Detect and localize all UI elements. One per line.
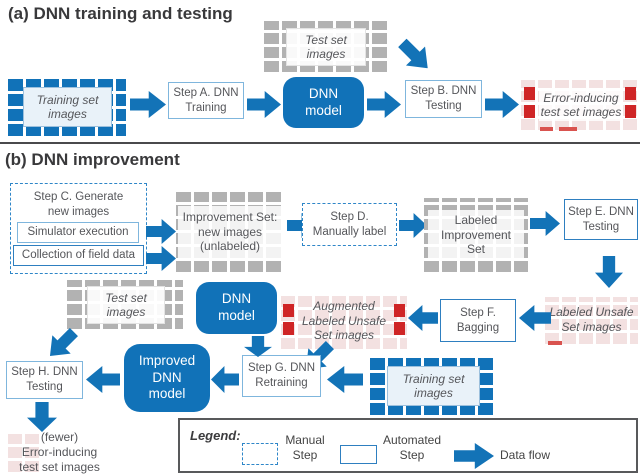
training-set-images-label-b: Training set images (387, 366, 480, 406)
labeled-unsafe-set-label: Labeled Unsafe Set images (549, 305, 634, 334)
labeled-improvement-set-label: Labeled Improvement Set (428, 210, 524, 260)
dnn-model-box-b: DNN model (196, 282, 277, 334)
labeled-improvement-set-block: Labeled Improvement Set (424, 198, 528, 272)
step-h-box: Step H. DNN Testing (6, 361, 83, 399)
legend-title: Legend: (190, 428, 241, 443)
dataflow-arrow-improved-to-steph (86, 366, 120, 393)
dataflow-arrow-stepf-to-augmented (408, 305, 438, 331)
red-square (283, 304, 294, 317)
legend-manual-step-swatch (242, 443, 278, 465)
test-set-images-block-b: Test set images (67, 280, 183, 329)
step-b-box: Step B. DNN Testing (405, 80, 482, 118)
section-a-heading: (a) DNN training and testing (8, 4, 233, 23)
legend-manual-step-label: Manual Step (285, 433, 325, 462)
field-data-collection-box: Collection of field data (13, 245, 144, 266)
improved-dnn-model-box: Improved DNN model (124, 344, 210, 412)
red-square (625, 105, 636, 118)
fewer-errors-pink-squares (8, 434, 42, 472)
red-dash (548, 341, 562, 345)
dataflow-arrow-testset-to-stepb (393, 33, 438, 78)
step-d-box: Step D. Manually label (302, 203, 397, 246)
dnn-model-box-a: DNN model (283, 77, 364, 128)
legend-dataflow-label: Data flow (500, 448, 551, 462)
legend-dataflow-arrow (454, 443, 494, 469)
dataflow-arrow-simulator-to-improvementset (146, 219, 176, 244)
dataflow-arrow-stepg-to-improved (211, 366, 239, 393)
simulator-execution-box: Simulator execution (17, 222, 139, 243)
dataflow-arrow-stepb-to-errors (485, 91, 519, 118)
dataflow-arrow-steph-to-result (27, 402, 57, 432)
improvement-set-block: Improvement Set: new images (unlabeled) (176, 192, 284, 272)
step-c-box: Step C. Generate new images Simulator ex… (10, 183, 147, 274)
legend-automated-step-label: Automated Step (382, 433, 442, 462)
error-inducing-images-label: Error-inducing test set images (539, 89, 623, 121)
step-d-label: Step D. Manually label (312, 210, 387, 238)
dataflow-arrow-testset-to-steph (41, 323, 83, 365)
step-f-box: Step F. Bagging (440, 299, 516, 342)
dataflow-arrow-model-to-stepg (244, 336, 272, 357)
dataflow-arrow-stepd-to-labeledset (399, 213, 427, 238)
dataflow-arrow-model-to-stepb (367, 91, 401, 118)
legend-box: Legend: Manual Step Automated Step Data … (178, 418, 638, 473)
red-square (524, 105, 535, 118)
section-b-heading: (b) DNN improvement (5, 150, 180, 169)
red-square (524, 87, 535, 100)
training-set-images-block-a: Training set images (8, 77, 126, 136)
dataflow-arrow-stepe-down (595, 256, 623, 288)
dataflow-arrow-training-to-stepa (130, 91, 166, 118)
dataflow-arrow-stepa-to-model (247, 91, 281, 118)
test-set-images-label-a: Test set images (286, 28, 366, 66)
red-dash (559, 127, 577, 131)
step-e-box: Step E. DNN Testing (564, 199, 638, 240)
error-inducing-images-block: Error-inducing test set images (521, 80, 638, 131)
labeled-unsafe-set-block: Labeled Unsafe Set images (545, 297, 638, 345)
step-a-box: Step A. DNN Training (168, 82, 244, 119)
dataflow-arrow-fielddata-to-improvementset (146, 246, 176, 271)
training-set-images-block-b: Training set images (370, 357, 495, 415)
training-set-images-label-a: Training set images (23, 87, 112, 127)
red-dash (540, 127, 553, 131)
red-square (625, 87, 636, 100)
test-set-images-block-a: Test set images (264, 21, 390, 72)
step-c-title: Step C. Generate new images (33, 191, 124, 218)
red-square (283, 322, 294, 335)
dataflow-arrow-training-to-stepg (327, 366, 363, 393)
augmented-unsafe-set-block: Augmented Labeled Unsafe Set images (281, 293, 407, 349)
red-square (394, 322, 405, 335)
test-set-images-label-b: Test set images (87, 286, 165, 324)
legend-automated-step-swatch (340, 445, 377, 464)
augmented-unsafe-set-label: Augmented Labeled Unsafe Set images (301, 299, 387, 343)
dataflow-arrow-labeledset-to-stepe (530, 211, 560, 236)
fewer-errors-label: (fewer) Error-inducing test set images (19, 430, 100, 474)
step-g-box: Step G. DNN Retraining (242, 355, 321, 397)
red-square (394, 304, 405, 317)
improvement-set-label: Improvement Set: new images (unlabeled) (178, 206, 282, 258)
section-divider (0, 142, 640, 144)
